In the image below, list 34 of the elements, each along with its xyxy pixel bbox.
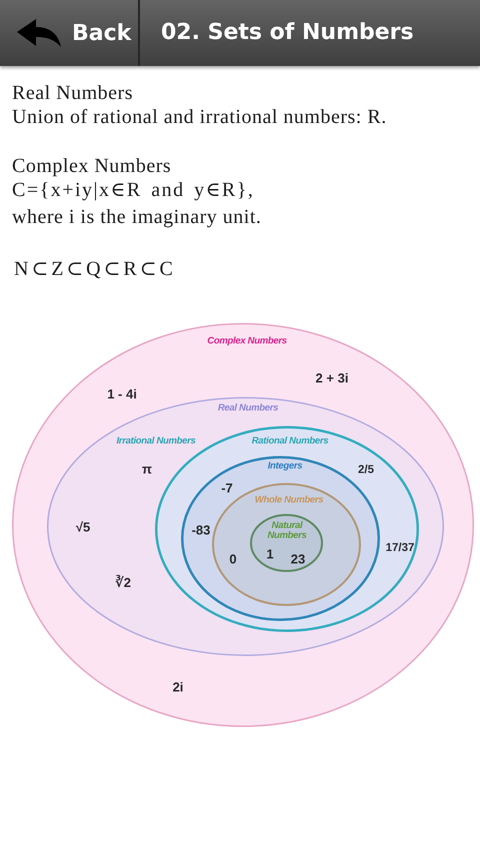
definition-text: Union of rational and irrational numbers: R. [12, 106, 387, 129]
section-heading: Complex Numbers [12, 155, 172, 178]
back-button: Back [0, 0, 140, 66]
set-label: Real Numbers [218, 402, 278, 414]
real-set-ellipse [47, 397, 444, 656]
section-heading: Real Numbers [12, 82, 133, 105]
number-label: 2 + 3i [316, 370, 348, 386]
complex-set-ellipse [12, 323, 474, 727]
number-label: -7 [221, 480, 233, 496]
set-label: Rational Numbers [252, 436, 328, 446]
set-label: Natural Numbers [266, 521, 308, 541]
set-label: Irrational Numbers [116, 436, 196, 446]
fraction-label: 2/5 [358, 464, 374, 476]
number-label: √5 [76, 520, 90, 534]
number-label: ∛2 [115, 575, 131, 591]
number-label: 1 - 4i [107, 386, 137, 402]
number-label: 0 [229, 552, 237, 566]
number-label: 2i [172, 680, 184, 694]
screen-title: 02. Sets of Numbers [161, 19, 414, 47]
definition-text: where i is the imaginary unit. [12, 206, 262, 229]
set-builder-formula: C={x+iy|x∈R and y∈R}, [12, 179, 254, 202]
number-label: 23 [290, 552, 306, 566]
set-label: Integers [268, 460, 302, 472]
number-label: -83 [192, 522, 210, 538]
subset-chain-formula: N⊂Z⊂Q⊂R⊂C [14, 258, 176, 281]
natural-set-ellipse [250, 514, 323, 572]
rational-set-ellipse [155, 426, 419, 632]
number-label: π [142, 462, 152, 476]
whole-set-ellipse [212, 483, 361, 606]
fraction-label: 17/37 [386, 542, 414, 554]
set-label: Complex Numbers [207, 336, 287, 346]
number-label: 1 [266, 546, 274, 562]
set-label: Whole Numbers [254, 494, 324, 506]
integer-set-ellipse [181, 456, 380, 621]
